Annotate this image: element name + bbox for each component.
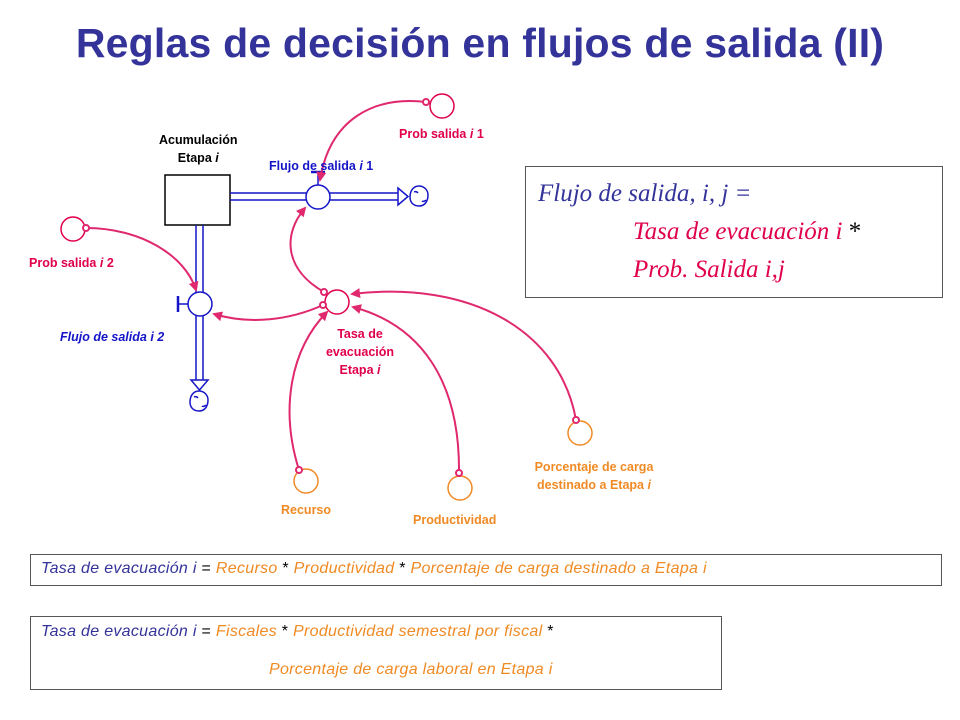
link-porcentaje-to-tasa <box>350 288 577 421</box>
formula-2-term-1: Fiscales <box>215 623 277 640</box>
link-productividad-to-tasa <box>351 304 461 474</box>
formula-2-lhs: Tasa de evacuación i <box>41 623 197 640</box>
equation-box: Flujo de salida, i, j = Tasa de evacuaci… <box>525 166 943 298</box>
porcentaje-label: Porcentaje de carga destinado a Etapa i <box>534 460 654 492</box>
formula-1-lhs: Tasa de evacuación i <box>41 560 197 577</box>
link-prob1-to-flow1 <box>316 100 427 182</box>
porcentaje-node[interactable] <box>567 420 593 446</box>
cloud-sink-1-icon <box>409 185 429 207</box>
productividad-label: Productividad <box>413 513 497 527</box>
productividad-node[interactable] <box>447 475 473 501</box>
formula-1-term-3: Porcentaje de carga destinado a Etapa i <box>410 560 707 577</box>
recurso-node[interactable] <box>293 468 319 494</box>
tasa-evacuacion-label: Tasa de evacuación Etapa i <box>325 327 395 377</box>
prob-salida-1-label: Prob salida i 1 <box>399 127 484 141</box>
prob-salida-1-node[interactable] <box>429 93 455 119</box>
prob-salida-2-label: Prob salida i 2 <box>29 256 114 270</box>
link-recurso-to-tasa <box>288 310 329 471</box>
formula-2-term-3: Porcentaje de carga laboral en Etapa i <box>269 661 553 678</box>
cloud-sink-2-icon <box>189 390 209 412</box>
flow-1-label: Flujo de salida i 1 <box>269 159 374 173</box>
link-tasa-to-flow1 <box>289 206 325 293</box>
formula-1-term-2: Productividad <box>293 560 395 577</box>
link-prob2-to-flow2 <box>85 227 199 292</box>
stock-box[interactable] <box>164 174 231 226</box>
equation-line-3: Prob. Salida i,j <box>633 256 785 283</box>
link-tasa-to-flow2 <box>212 304 324 322</box>
formula-box-2: Tasa de evacuación i = Fiscales * Produc… <box>30 616 722 690</box>
formula-2-term-2: Productividad semestral por fiscal <box>293 623 543 640</box>
equation-line-2: Tasa de evacuación i * <box>633 218 862 245</box>
flow-valve-1[interactable] <box>305 170 331 210</box>
tasa-evacuacion-node[interactable] <box>324 289 350 315</box>
formula-1-term-1: Recurso <box>215 560 278 577</box>
prob-salida-2-node[interactable] <box>60 216 86 242</box>
formula-box-1: Tasa de evacuación i = Recurso * Product… <box>30 554 942 586</box>
influence-links <box>82 98 580 477</box>
flow-valve-2[interactable] <box>176 291 213 317</box>
stock-label: Acumulación Etapa i <box>159 133 238 165</box>
equation-line-1: Flujo de salida, i, j = <box>538 180 752 207</box>
page-title: Reglas de decisión en flujos de salida (… <box>75 20 885 66</box>
flow-2-label: Flujo de salida i 2 <box>60 330 165 344</box>
recurso-label: Recurso <box>281 503 332 517</box>
